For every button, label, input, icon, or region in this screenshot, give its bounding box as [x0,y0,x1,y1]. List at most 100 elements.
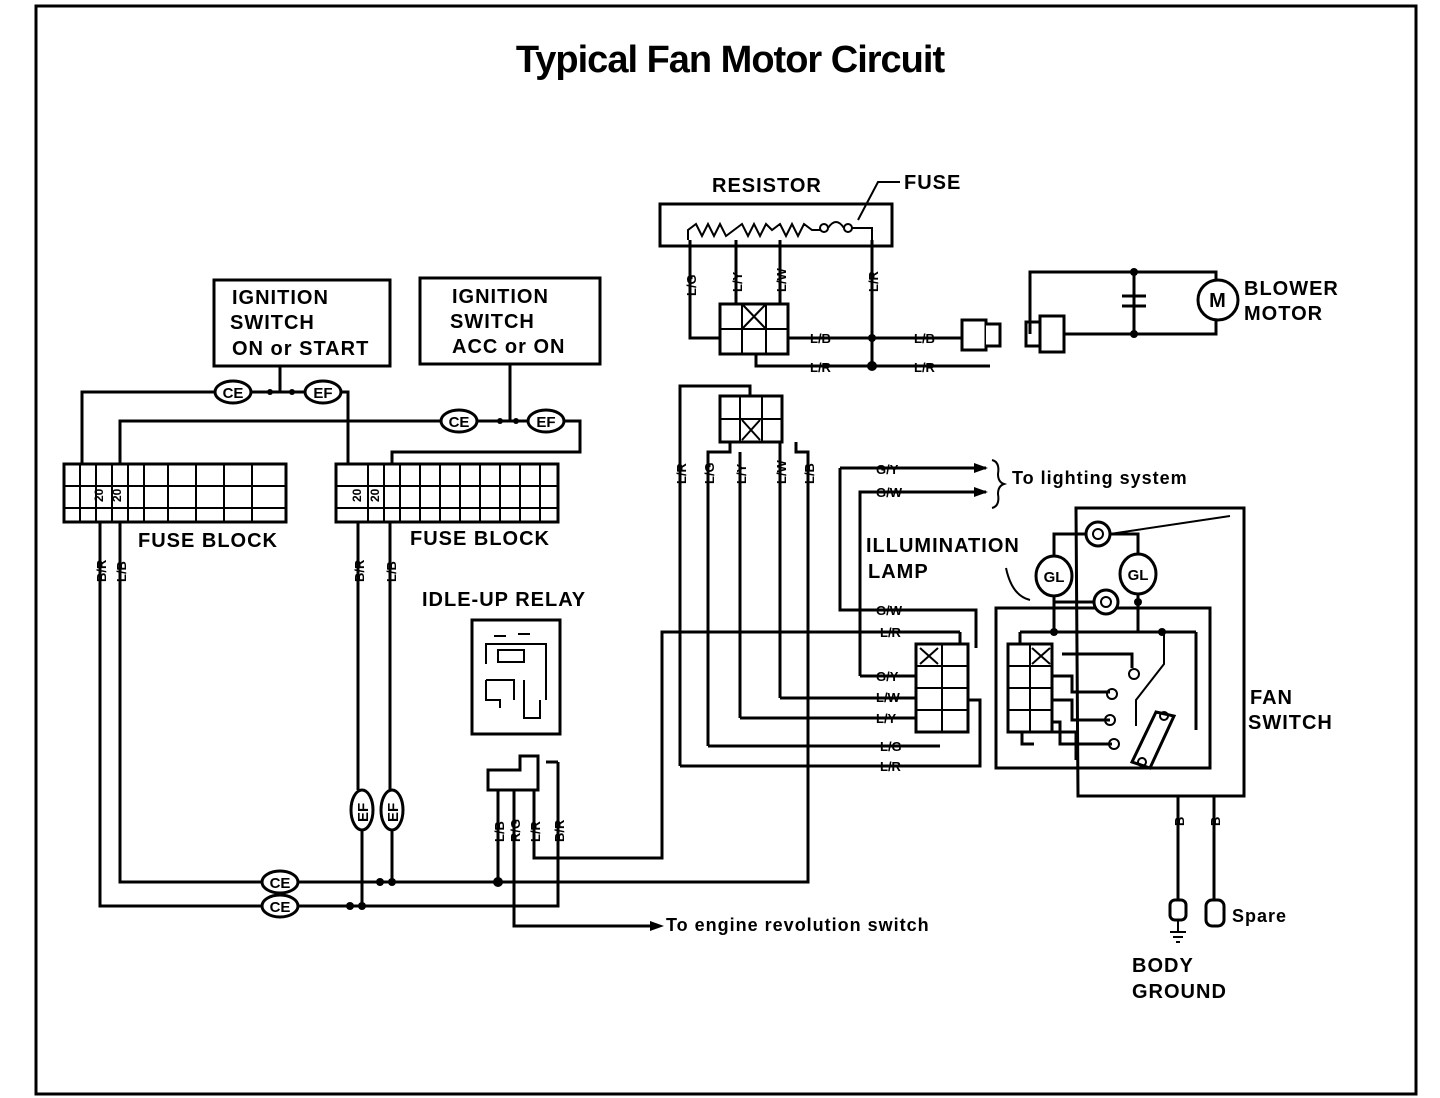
ignition-switch-1-line3: ON or START [232,338,369,360]
wire-label-ly-mid: L/Y [876,711,897,726]
connector-ce-top-right: CE [439,408,479,434]
fuse-left-b: 20 [110,488,124,502]
connector-ef-top-left: EF [303,379,343,405]
blower-motor-plug [960,314,1066,354]
ignition-switch-2-line2: SWITCH [450,311,535,333]
body-ground-terminal [1168,898,1188,943]
ignition-switch-2-line3: ACC or ON [452,336,565,358]
wire-label-gw-top: G/W [876,485,903,500]
connector-ce-bottom-2: CE [260,893,300,919]
fuse-block-left-label: FUSE BLOCK [138,530,278,552]
motor-symbol: M [1209,290,1227,312]
wire-label-lr-resistor-out: L/R [810,360,832,375]
svg-text:CE: CE [449,414,470,431]
diagram-frame [34,4,1418,1096]
spare-terminal [1204,898,1226,928]
connector-ef-top-right: EF [526,408,566,434]
wire-label-ly-harness: L/Y [734,463,749,484]
fuse-left-a: 20 [92,488,106,502]
wire-label-lw-harness: L/W [774,459,789,484]
wire-label-br-relay: B/R [552,819,567,842]
resistor: RESISTOR FUSE [658,172,961,248]
ignition-switch-2-line1: IGNITION [452,286,549,308]
fan-harness-connector [914,642,970,734]
fuse-label: FUSE [904,172,961,194]
illumination-bulb-1 [1084,520,1112,548]
wire-label-ly-resistor: L/Y [730,271,745,292]
svg-text:CE: CE [270,899,291,916]
gl-lamp-right: GL [1118,552,1158,596]
fuse-block-right-label: FUSE BLOCK [410,528,550,550]
ignition-switch-acc-on: IGNITION SWITCH ACC or ON [418,276,602,366]
fan-switch-label-line2: SWITCH [1248,712,1333,734]
wire-label-gw-mid: G/W [876,603,903,618]
fuse-right-b: 20 [368,488,382,502]
wire-label-lr-harness: L/R [674,462,689,484]
resistor-connector [718,302,790,356]
wire-label-lg-harness: L/G [702,462,717,484]
wire-label-lr-relay: L/R [528,820,543,842]
wire-label-gy-mid: G/Y [876,669,899,684]
wire-label-lr-resistor: L/R [866,270,881,292]
harness-connector [718,394,784,444]
engine-switch-label: To engine revolution switch [666,915,930,935]
ignition-switch-1-line1: IGNITION [232,287,329,309]
svg-text:GL: GL [1044,569,1065,586]
wire-label-lb-right: L/B [384,561,399,582]
wire-label-lb-relay: L/B [492,821,507,842]
wire-label-br-right: B/R [352,559,367,582]
wire-label-lr-bottom: L/R [880,759,902,774]
diagram-title: Typical Fan Motor Circuit [516,39,946,81]
wire-label-gy-top: G/Y [876,462,899,477]
svg-text:CE: CE [270,875,291,892]
connector-ef-vertical-1: EF [349,788,375,832]
wire-label-br-left: B/R [94,559,109,582]
svg-text:EF: EF [385,803,402,822]
fan-switch-label-line1: FAN [1250,687,1293,709]
ignition-switch-on-start: IGNITION SWITCH ON or START [212,278,392,368]
connector-ef-vertical-2: EF [379,788,405,832]
body-ground-label-line2: GROUND [1132,981,1227,1003]
wire-label-lg-resistor: L/G [684,274,699,296]
svg-text:EF: EF [313,385,332,402]
body-ground-label-line1: BODY [1132,955,1194,977]
illumination-bulb-2 [1092,588,1120,616]
fan-switch-connector [1006,642,1054,734]
illumination-lamp-label-line2: LAMP [868,561,929,583]
wire-label-b-spare: B [1208,817,1223,826]
idle-up-relay-label: IDLE-UP RELAY [422,589,586,611]
resistor-label: RESISTOR [712,175,822,197]
blower-motor: M [1196,278,1240,322]
svg-text:EF: EF [536,414,555,431]
illumination-lamp-label-line1: ILLUMINATION [866,535,1020,557]
svg-text:EF: EF [355,803,372,822]
wire-label-lw-mid: L/W [876,690,901,705]
wire-label-lb-motor-in: L/B [914,331,935,346]
fuse-right-a: 20 [350,488,364,502]
gl-lamp-left: GL [1034,554,1074,598]
spare-label: Spare [1232,906,1287,926]
lighting-system-label: To lighting system [1012,468,1188,488]
idle-up-relay-connector [486,754,540,792]
svg-text:GL: GL [1128,567,1149,584]
wire-label-lb-resistor-out: L/B [810,331,831,346]
blower-motor-label-line2: MOTOR [1244,303,1323,325]
connector-ce-top-left: CE [213,379,253,405]
fan-switch-rotor[interactable] [1129,632,1177,770]
blower-motor-label-line1: BLOWER [1244,278,1339,300]
wire-label-lr-mid: L/R [880,625,902,640]
fuse-block-right: 20 20 [334,462,560,524]
connector-ce-bottom-1: CE [260,869,300,895]
wire-label-b-ground: B [1172,817,1187,826]
wire-label-lr-motor-in: L/R [914,360,936,375]
wire-label-lw-resistor: L/W [774,267,789,292]
wire-label-rg-relay: R/G [508,819,523,842]
fuse-block-left: 20 20 [62,462,288,524]
ignition-switch-1-line2: SWITCH [230,312,315,334]
wire-label-lg-mid: L/G [880,739,902,754]
svg-text:CE: CE [223,385,244,402]
wire-label-lb-harness: L/B [802,463,817,484]
idle-up-relay [470,618,562,736]
wire-label-lb-left: L/B [114,561,129,582]
